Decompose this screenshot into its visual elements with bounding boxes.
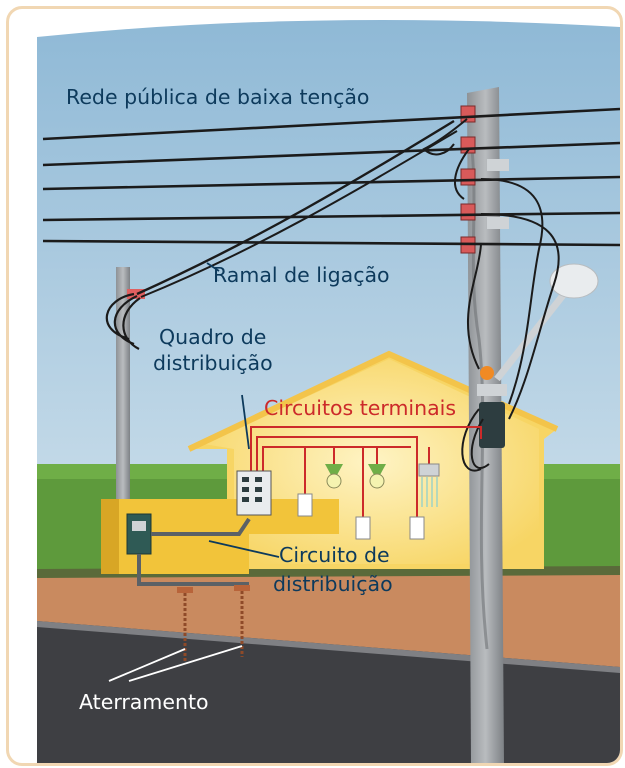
distribution-board (236, 470, 272, 516)
electrical-installation-diagram: Rede pública de baixa tenção Ramal de li… (37, 19, 620, 763)
main-pole (460, 87, 599, 763)
lamp-2 (368, 464, 386, 489)
label-aterramento: Aterramento (79, 690, 209, 714)
diagram-frame: Rede pública de baixa tenção Ramal de li… (6, 6, 623, 766)
label-quadro-line1: Quadro de (159, 325, 266, 349)
switch (297, 493, 313, 517)
label-circuito-distribuicao-line2: distribuição (273, 572, 393, 596)
lamp-1 (325, 464, 343, 489)
front-wall (101, 499, 339, 574)
outlet-1 (355, 516, 371, 540)
label-rede-publica: Rede pública de baixa tenção (66, 85, 369, 109)
label-ramal-ligacao: Ramal de ligação (213, 263, 390, 287)
appliance (418, 463, 440, 507)
service-pole (105, 267, 145, 499)
distribution-conduit (137, 517, 251, 586)
label-circuito-distribuicao-line1: Circuito de (279, 543, 390, 567)
outlet-2 (409, 516, 425, 540)
meter-box (126, 513, 152, 555)
network-wires (42, 107, 620, 247)
ramal-wire (136, 119, 455, 296)
label-quadro-line2: distribuição (153, 351, 273, 375)
terminal-circuits (250, 426, 482, 519)
label-circuitos-terminais: Circuitos terminais (264, 396, 456, 420)
